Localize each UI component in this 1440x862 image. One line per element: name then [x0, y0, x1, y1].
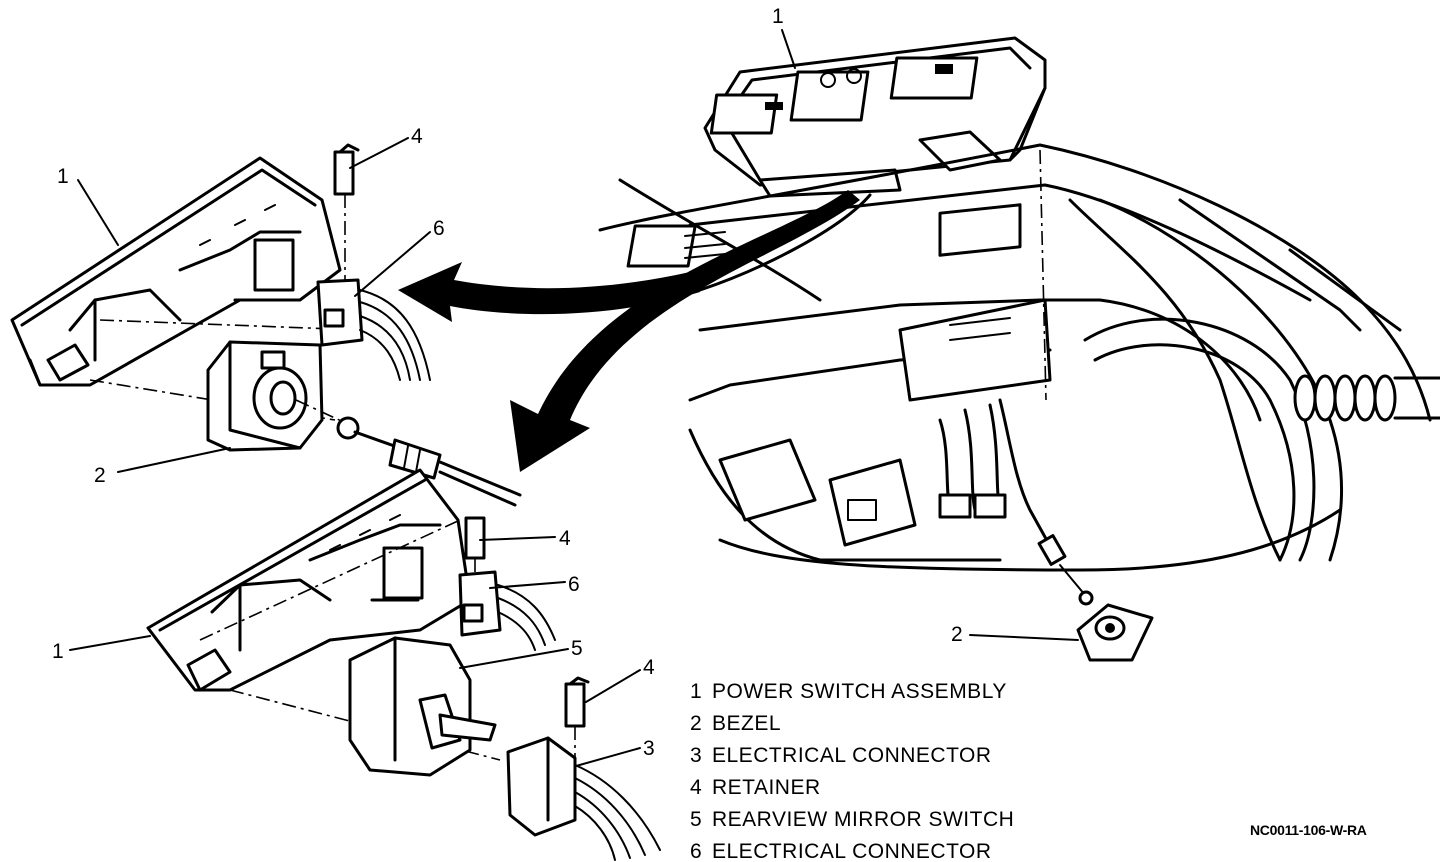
legend-number: 2: [690, 712, 703, 735]
leader-lines: [69, 29, 1079, 767]
door-bezel: [1076, 603, 1154, 662]
legend-row: 4 RETAINER: [690, 772, 1014, 804]
callout-power-switch-upper: 1: [57, 165, 69, 188]
upper-electrical-connector: [316, 278, 431, 381]
legend-label: RETAINER: [712, 776, 821, 799]
callout-retainer-upper: 4: [411, 125, 423, 148]
legend-number: 5: [690, 808, 703, 831]
callout-bezel-door: 2: [951, 623, 963, 646]
callout-connector-upper: 6: [433, 217, 445, 240]
top-power-switch-assembly: [703, 36, 1047, 198]
callout-retainer-lower-a: 4: [559, 527, 571, 550]
callout-connector-lower-6: 6: [568, 573, 580, 596]
legend-label: ELECTRICAL CONNECTOR: [712, 840, 992, 862]
legend-row: 6 ELECTRICAL CONNECTOR: [690, 836, 1014, 862]
lower-retainer-b: [564, 676, 590, 760]
door-hinge-rings: [1293, 374, 1440, 422]
legend-row: 5 REARVIEW MIRROR SWITCH: [690, 804, 1014, 836]
legend-row: 1 POWER SWITCH ASSEMBLY: [690, 676, 1014, 708]
legend-label: POWER SWITCH ASSEMBLY: [712, 680, 1007, 703]
figure-code: NC0011-106-W-RA: [1250, 822, 1367, 838]
legend-label: ELECTRICAL CONNECTOR: [712, 744, 992, 767]
legend-row: 2 BEZEL: [690, 708, 1014, 740]
callout-connector-lower-3: 3: [643, 737, 655, 760]
callout-power-switch-top: 1: [772, 5, 784, 28]
lower-electrical-connector-3: [506, 736, 661, 861]
door-panel: [598, 143, 1440, 606]
lower-switch-assembly: [146, 468, 501, 761]
upper-bezel: [206, 340, 360, 452]
legend-number: 4: [690, 776, 703, 799]
legend-label: BEZEL: [712, 712, 782, 735]
upper-switch-assembly: [10, 156, 361, 421]
rearview-mirror-switch: [348, 636, 497, 777]
legend-number: 6: [690, 840, 703, 862]
mirror-cable: [353, 430, 522, 507]
upper-retainer: [333, 143, 360, 310]
legend-row: 3 ELECTRICAL CONNECTOR: [690, 740, 1014, 772]
legend-label: REARVIEW MIRROR SWITCH: [712, 808, 1015, 831]
arrow-to-upper-assembly: [398, 262, 700, 322]
legend-number: 3: [690, 744, 703, 767]
callout-retainer-lower-b: 4: [643, 656, 655, 679]
callout-power-switch-lower: 1: [52, 640, 64, 663]
arrow-to-lower-assembly: [510, 190, 860, 472]
callout-mirror-switch: 5: [571, 637, 583, 660]
callout-bezel-upper: 2: [94, 464, 106, 487]
legend-number: 1: [690, 680, 703, 703]
